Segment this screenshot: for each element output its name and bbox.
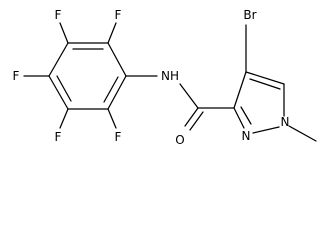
fluorine-label: F xyxy=(13,69,20,83)
bond xyxy=(252,126,280,134)
bond xyxy=(107,22,117,44)
double-bond-inner xyxy=(249,78,281,90)
fluorine-label: F xyxy=(115,8,122,22)
pyrazole-ring xyxy=(233,71,285,134)
fluorine-bonds xyxy=(23,22,117,129)
bond xyxy=(48,42,69,77)
double-bond-inner xyxy=(56,75,72,102)
bond xyxy=(59,22,69,44)
methyl-bond xyxy=(288,125,317,142)
double-bond-inner xyxy=(189,111,204,131)
bond xyxy=(245,71,285,85)
double-bond-inner xyxy=(103,76,119,103)
bond xyxy=(59,108,69,129)
bond xyxy=(107,75,127,110)
bond xyxy=(179,83,199,109)
bromine-label: Br xyxy=(243,8,256,22)
bond xyxy=(48,75,69,110)
amide-linker xyxy=(125,75,235,131)
bond xyxy=(233,71,247,109)
double-bond-inner xyxy=(240,106,252,125)
bond xyxy=(107,108,117,129)
pentafluorophenyl-ring xyxy=(48,42,127,110)
fluorine-label: F xyxy=(55,130,62,144)
atom-labels: F F F F F NH O Br N N xyxy=(13,8,290,147)
fluorine-label: F xyxy=(55,8,62,22)
molecule-structure: F F F F F NH O Br N N xyxy=(13,8,317,147)
carbonyl-oxygen-label: O xyxy=(175,133,184,147)
fluorine-label: F xyxy=(115,130,122,144)
pyrazole-substituents xyxy=(245,24,317,142)
pyrazole-n2-label: N xyxy=(242,129,251,143)
pyrazole-n1-label: N xyxy=(281,115,290,129)
bond xyxy=(233,107,245,129)
amide-nh-label: NH xyxy=(161,69,179,83)
bond xyxy=(184,107,199,127)
bond xyxy=(107,42,127,77)
